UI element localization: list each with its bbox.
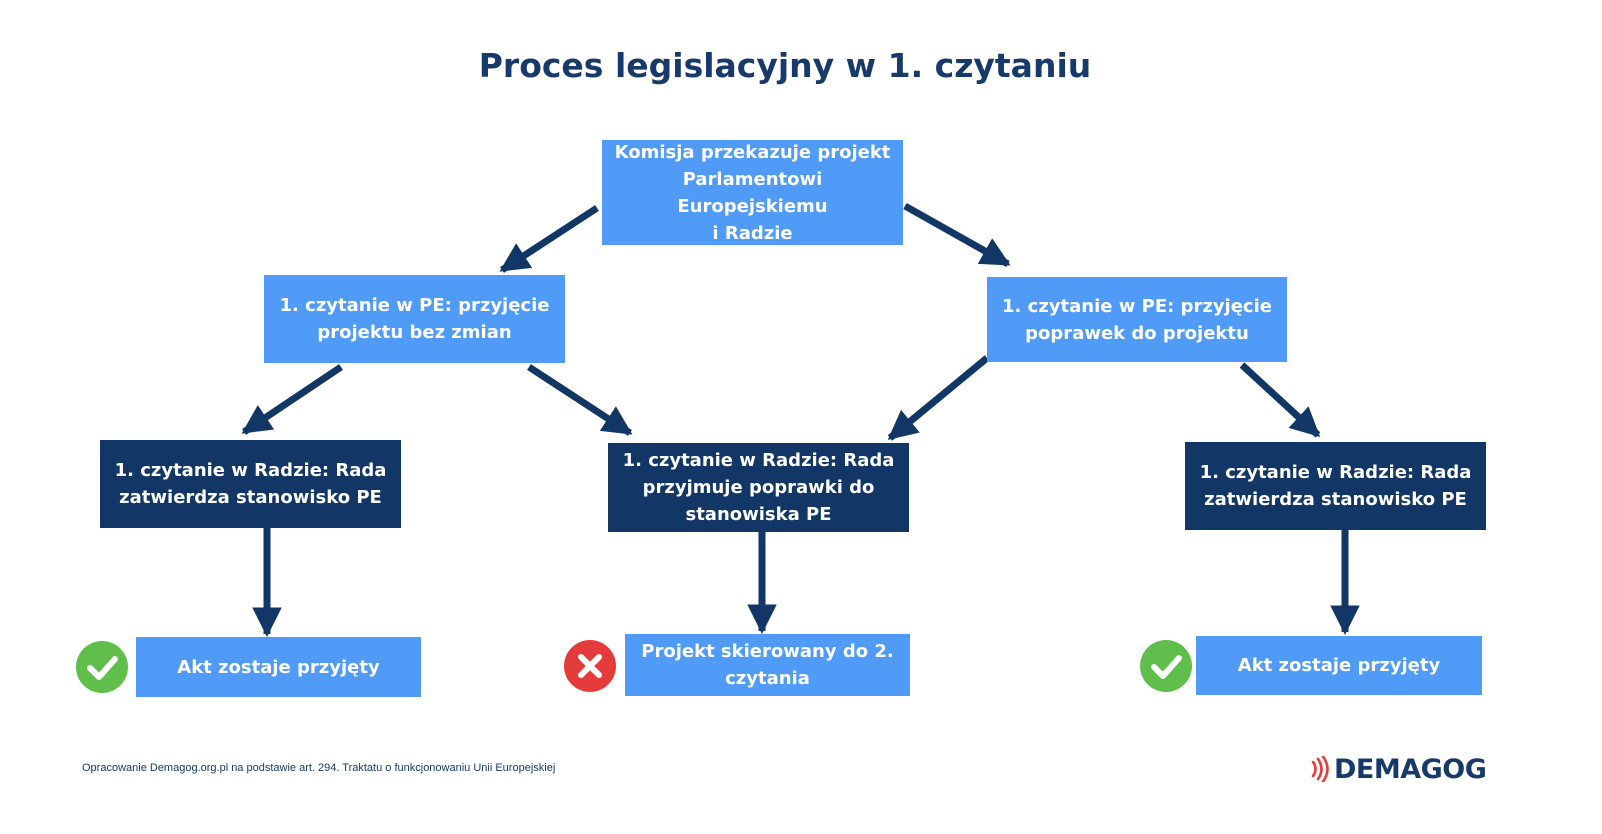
node-council-left-label: 1. czytanie w Radzie: Rada zatwierdza st…	[114, 460, 387, 508]
logo-text: DEMAGOG	[1334, 753, 1487, 785]
arrow-commission-to-pe-amendments	[903, 202, 1011, 268]
arrow-pe-no-changes-to-council-middle	[527, 364, 633, 436]
node-pe-no-changes: 1. czytanie w PE: przyjęcie projektu bez…	[264, 275, 565, 363]
node-pe-amendments: 1. czytanie w PE: przyjęcie poprawek do …	[987, 277, 1287, 362]
source-note: Opracowanie Demagog.org.pl na podstawie …	[82, 762, 556, 774]
node-council-right-label: 1. czytanie w Radzie: Rada zatwierdza st…	[1199, 462, 1472, 510]
node-pe-no-changes-label: 1. czytanie w PE: przyjęcie projektu bez…	[279, 295, 550, 343]
node-result-middle-label: Projekt skierowany do 2. czytania	[641, 641, 894, 689]
node-commission: Komisja przekazuje projekt Parlamentowi …	[602, 140, 903, 245]
node-result-middle: Projekt skierowany do 2. czytania	[625, 634, 910, 696]
check-icon	[76, 641, 128, 693]
arrow-pe-no-changes-to-council-left	[241, 364, 343, 435]
node-result-right: Akt zostaje przyjęty	[1196, 636, 1482, 695]
arrow-pe-amendments-to-council-right	[1239, 362, 1321, 438]
arrow-commission-to-pe-no-changes	[499, 205, 599, 273]
demagog-logo: DEMAGOG	[1310, 752, 1487, 786]
node-commission-label: Komisja przekazuje projekt Parlamentowi …	[614, 141, 891, 244]
node-result-left-label: Akt zostaje przyjęty	[177, 656, 380, 678]
diagram-title: Proces legislacyjny w 1. czytaniu	[478, 46, 1092, 85]
node-council-right: 1. czytanie w Radzie: Rada zatwierdza st…	[1185, 442, 1486, 530]
arrow-pe-amendments-to-council-middle	[887, 355, 990, 441]
node-council-left: 1. czytanie w Radzie: Rada zatwierdza st…	[100, 440, 401, 528]
node-result-left: Akt zostaje przyjęty	[136, 637, 421, 697]
signal-icon	[1311, 756, 1329, 782]
cross-icon	[564, 640, 616, 692]
node-council-middle-label: 1. czytanie w Radzie: Rada przyjmuje pop…	[622, 450, 895, 525]
node-pe-amendments-label: 1. czytanie w PE: przyjęcie poprawek do …	[1002, 295, 1272, 344]
check-icon	[1140, 640, 1192, 692]
node-council-middle: 1. czytanie w Radzie: Rada przyjmuje pop…	[608, 443, 909, 532]
node-result-right-label: Akt zostaje przyjęty	[1237, 655, 1441, 676]
